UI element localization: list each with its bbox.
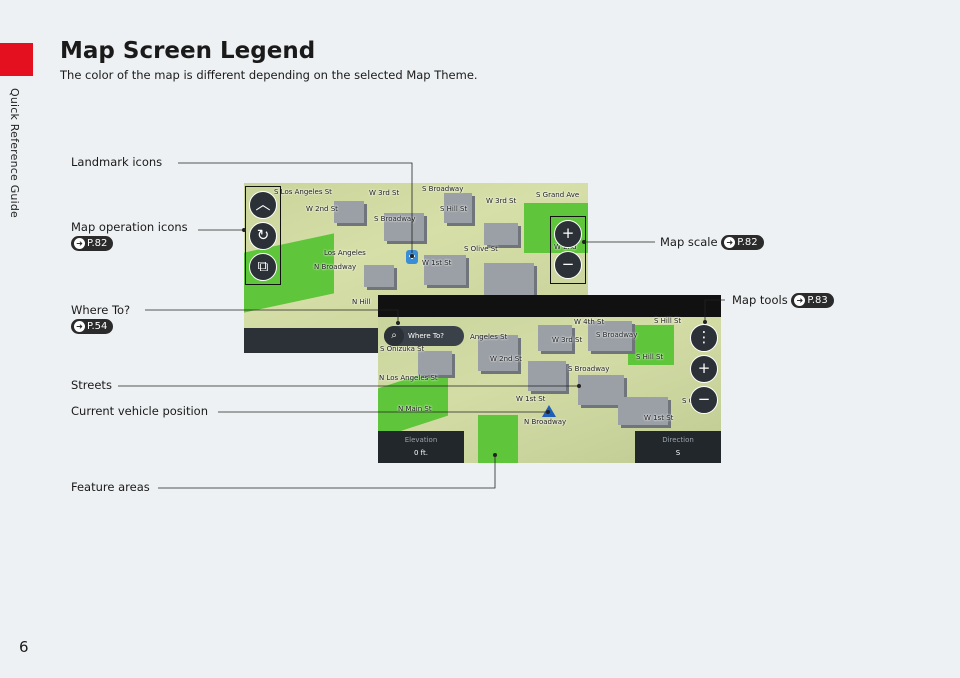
zoom-in-icon[interactable]: + bbox=[690, 355, 718, 383]
page-ref-badge[interactable]: ➜P.54 bbox=[71, 319, 114, 334]
street-label: S Broadway bbox=[422, 185, 464, 193]
map-tools-menu-icon[interactable]: ⋮ bbox=[690, 324, 718, 352]
where-to-label: Where To? bbox=[408, 332, 445, 340]
top-bar bbox=[378, 295, 721, 317]
zoom-in-icon[interactable]: + bbox=[554, 220, 582, 248]
street-label: S Hill St bbox=[654, 317, 682, 325]
search-icon: ⌕ bbox=[384, 326, 404, 346]
page-ref-badge[interactable]: ➜P.82 bbox=[71, 236, 114, 251]
arrow-icon: ➜ bbox=[724, 237, 736, 248]
street-label: S Olive St bbox=[464, 245, 498, 253]
feature-area bbox=[628, 325, 674, 365]
side-section-label: Quick Reference Guide bbox=[8, 88, 21, 218]
street-label: W 2nd St bbox=[490, 355, 522, 363]
arrow-icon: ➜ bbox=[794, 295, 806, 306]
street-label: N Broadway bbox=[314, 263, 357, 271]
building bbox=[484, 263, 534, 299]
elevation-panel[interactable]: Elevation 0 ft. bbox=[378, 431, 464, 463]
layers-icon[interactable]: ⧉ bbox=[249, 253, 277, 281]
direction-panel[interactable]: Direction S bbox=[635, 431, 721, 463]
building bbox=[538, 325, 572, 351]
tilt-up-icon[interactable]: ︿ bbox=[249, 191, 277, 219]
map-screenshot-front: W 4th St S Hill St Angeles St S Broadway… bbox=[378, 295, 721, 463]
street-label: S Hill St bbox=[636, 353, 664, 361]
elevation-label: Elevation bbox=[404, 436, 438, 444]
street-label: W 4th St bbox=[574, 318, 605, 326]
street-label: W 1st St bbox=[422, 259, 452, 267]
map-operation-frame bbox=[245, 186, 281, 285]
street-label: S Broadway bbox=[568, 365, 610, 373]
elevation-value: 0 ft. bbox=[414, 449, 428, 457]
street-label: W 2nd St bbox=[306, 205, 338, 213]
page-title: Map Screen Legend bbox=[60, 38, 316, 64]
rotate-icon[interactable]: ↻ bbox=[249, 222, 277, 250]
arrow-icon: ➜ bbox=[74, 238, 85, 249]
street-label: W 3rd St bbox=[552, 336, 583, 344]
page-ref-badge[interactable]: ➜P.83 bbox=[791, 293, 834, 308]
page-ref-badge[interactable]: ➜P.82 bbox=[721, 235, 764, 250]
building bbox=[384, 213, 424, 241]
callout-landmark-icons: Landmark icons bbox=[71, 155, 163, 169]
building bbox=[478, 335, 518, 371]
feature-area bbox=[478, 415, 518, 463]
callout-map-scale: Map scale ➜P.82 bbox=[660, 235, 764, 250]
street-label: W 3rd St bbox=[369, 189, 400, 197]
zoom-out-icon[interactable]: − bbox=[554, 251, 582, 279]
callout-map-operation-icons: Map operation icons ➜P.82 bbox=[71, 220, 188, 251]
building bbox=[334, 201, 364, 223]
street-label: W 1st St bbox=[516, 395, 546, 403]
callout-map-tools: Map tools ➜P.83 bbox=[732, 293, 834, 308]
building bbox=[578, 375, 624, 405]
street-label: N Los Angeles St bbox=[379, 374, 438, 382]
page-number: 6 bbox=[19, 638, 29, 656]
street-label: S Broadway bbox=[596, 331, 638, 339]
building bbox=[618, 397, 668, 425]
street-label: W 1st St bbox=[644, 414, 674, 422]
street-label: N Broadway bbox=[524, 418, 567, 426]
street-label: W 3rd St bbox=[486, 197, 517, 205]
street-label: N Main St bbox=[398, 405, 432, 413]
street-label: S Grand Ave bbox=[536, 191, 580, 199]
where-to-button[interactable]: ⌕ Where To? bbox=[384, 326, 464, 346]
callout-vehicle-position: Current vehicle position bbox=[71, 404, 209, 418]
direction-label: Direction bbox=[662, 436, 694, 444]
street-label: S Los Angeles St bbox=[274, 188, 332, 196]
arrow-icon: ➜ bbox=[74, 321, 85, 332]
direction-value: S bbox=[675, 449, 681, 457]
building bbox=[424, 255, 466, 285]
street-label: Los Angeles bbox=[324, 249, 366, 257]
callout-feature-areas: Feature areas bbox=[71, 480, 150, 494]
callout-where-to: Where To? ➜P.54 bbox=[71, 303, 131, 334]
zoom-out-icon[interactable]: − bbox=[690, 386, 718, 414]
page-subtitle: The color of the map is different depend… bbox=[60, 68, 478, 82]
street-label: S Broadway bbox=[374, 215, 416, 223]
building bbox=[444, 193, 472, 223]
building bbox=[364, 265, 394, 287]
street-label: S Hill St bbox=[440, 205, 468, 213]
street-label: N Hill bbox=[352, 298, 371, 306]
street-label: S Onizuka St bbox=[380, 345, 425, 353]
section-tab bbox=[0, 43, 33, 76]
building bbox=[484, 223, 518, 245]
building bbox=[418, 351, 452, 375]
street-label: Angeles St bbox=[470, 333, 508, 341]
map-scale-frame bbox=[550, 216, 586, 284]
building bbox=[588, 321, 632, 351]
callout-streets: Streets bbox=[71, 378, 112, 392]
